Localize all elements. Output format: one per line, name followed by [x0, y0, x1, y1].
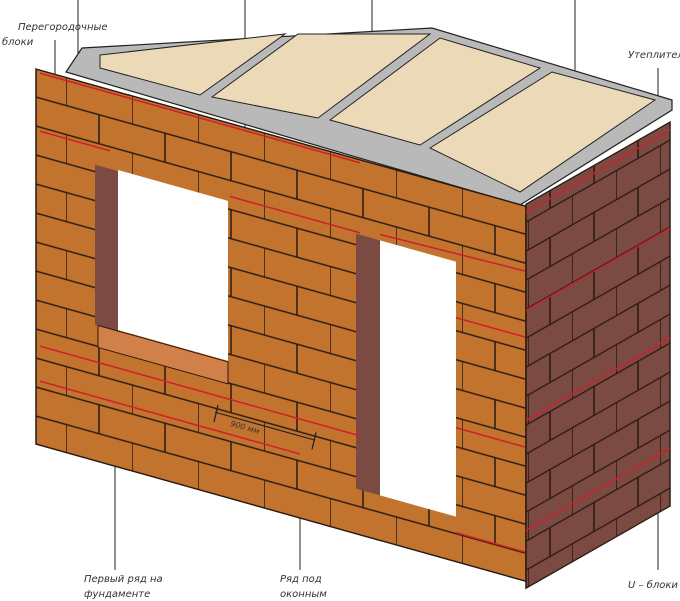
- label-under-window-row: Ряд под оконным проемом: [280, 574, 327, 600]
- side-wall: [525, 120, 671, 590]
- rebar-lines-front: [40, 72, 527, 554]
- label-insulation: Утеплитель: [628, 50, 680, 61]
- dimension-line: [213, 404, 317, 450]
- label-first-row: Первый ряд на фундаменте: [84, 574, 163, 600]
- door-opening: [380, 240, 456, 517]
- front-wall: [35, 68, 527, 583]
- label-partition-blocks: Перегородочные блоки: [2, 22, 108, 48]
- window-opening: [118, 170, 228, 361]
- insulation-panels: [99, 33, 657, 193]
- label-u-blocks: U – блоки: [628, 580, 678, 591]
